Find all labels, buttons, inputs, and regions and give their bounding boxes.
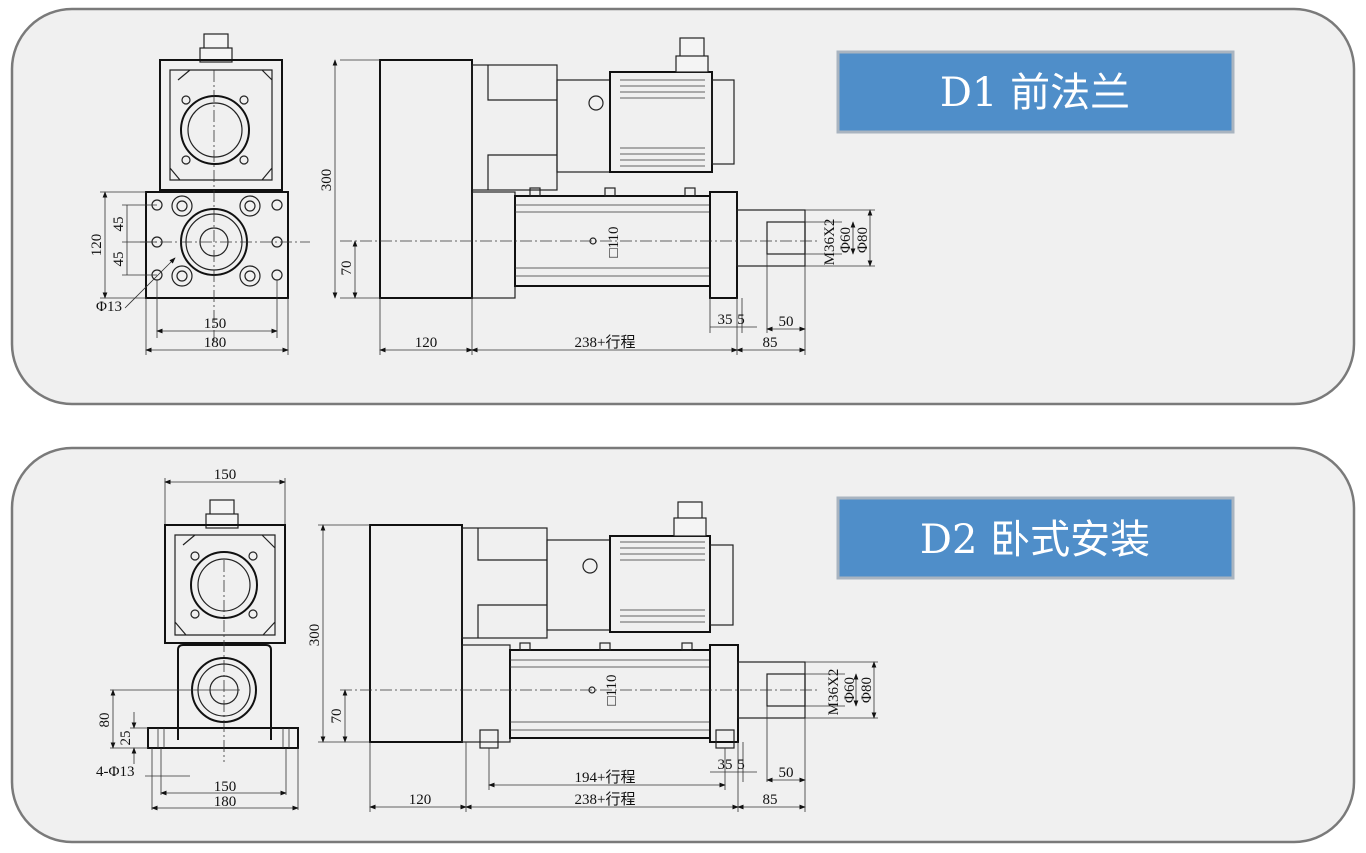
dim-block-length: 120 (415, 335, 438, 351)
dim-tube-square: □110 (604, 674, 620, 705)
dim-plate-height: 120 (89, 234, 105, 257)
dim-gap-35: 35 (718, 757, 733, 773)
dim-rod-length: 85 (763, 792, 778, 808)
connector-icon (677, 501, 703, 521)
dim-hole-spacing-upper: 45 (111, 217, 127, 232)
dim-gap-5: 5 (737, 312, 745, 328)
dim-hole-diameter: 4-Φ13 (96, 764, 134, 780)
dim-top-width: 150 (214, 467, 237, 483)
dim-foot-height: 25 (118, 731, 134, 746)
dim-block-length: 120 (409, 792, 432, 808)
dim-rod-diameter: Φ60 (842, 677, 858, 703)
dim-thread: M36X2 (826, 669, 842, 716)
dim-center-height: 70 (339, 261, 355, 276)
front-view: 120 45 45 Φ13 150 180 (89, 33, 310, 355)
dim-height: 300 (319, 169, 335, 192)
dim-foot-spacing: 194+行程 (575, 769, 636, 786)
title-box: D2 卧式安装 (836, 496, 1235, 580)
dim-tube-square: □110 (606, 226, 622, 257)
dim-body-length: 238+行程 (575, 334, 636, 351)
dim-hole-pitch-width: 150 (214, 779, 237, 795)
dim-thread-length: 50 (779, 765, 794, 781)
dim-axis-height: 80 (97, 713, 113, 728)
dim-rod-length: 85 (763, 335, 778, 351)
panel-title: D1 前法兰 (940, 70, 1130, 116)
dim-hole-pitch-width: 150 (204, 316, 227, 332)
dim-hole-spacing-lower: 45 (111, 252, 127, 267)
dim-body-length: 238+行程 (575, 791, 636, 808)
side-view: 300 70 □110 M36X2 Φ60 Φ80 120 238+行程 85 … (319, 37, 875, 355)
dim-thread-length: 50 (779, 314, 794, 330)
dim-end-diameter: Φ80 (859, 677, 875, 703)
panel-d2-horizontal-mount: D2 卧式安装 150 (10, 446, 1356, 844)
dim-thread: M36X2 (822, 219, 838, 266)
dim-end-diameter: Φ80 (855, 227, 871, 253)
dim-height: 300 (307, 624, 323, 647)
panel-d1-front-flange: D1 前法兰 (10, 7, 1356, 406)
connector-icon (679, 37, 705, 59)
dim-gap-5: 5 (737, 757, 745, 773)
dim-plate-width: 180 (204, 335, 227, 351)
title-box: D1 前法兰 (836, 50, 1235, 134)
dim-rod-diameter: Φ60 (838, 227, 854, 253)
panel-title: D2 卧式安装 (920, 517, 1150, 563)
dim-center-height: 70 (329, 709, 345, 724)
dim-hole-diameter: Φ13 (96, 299, 122, 315)
side-view: 300 70 □110 M36X2 Φ60 Φ80 194+行程 120 238… (307, 501, 878, 812)
dim-gap-35: 35 (718, 312, 733, 328)
dim-base-width: 180 (214, 794, 237, 810)
front-view: 150 80 25 4-Φ13 (96, 467, 299, 811)
